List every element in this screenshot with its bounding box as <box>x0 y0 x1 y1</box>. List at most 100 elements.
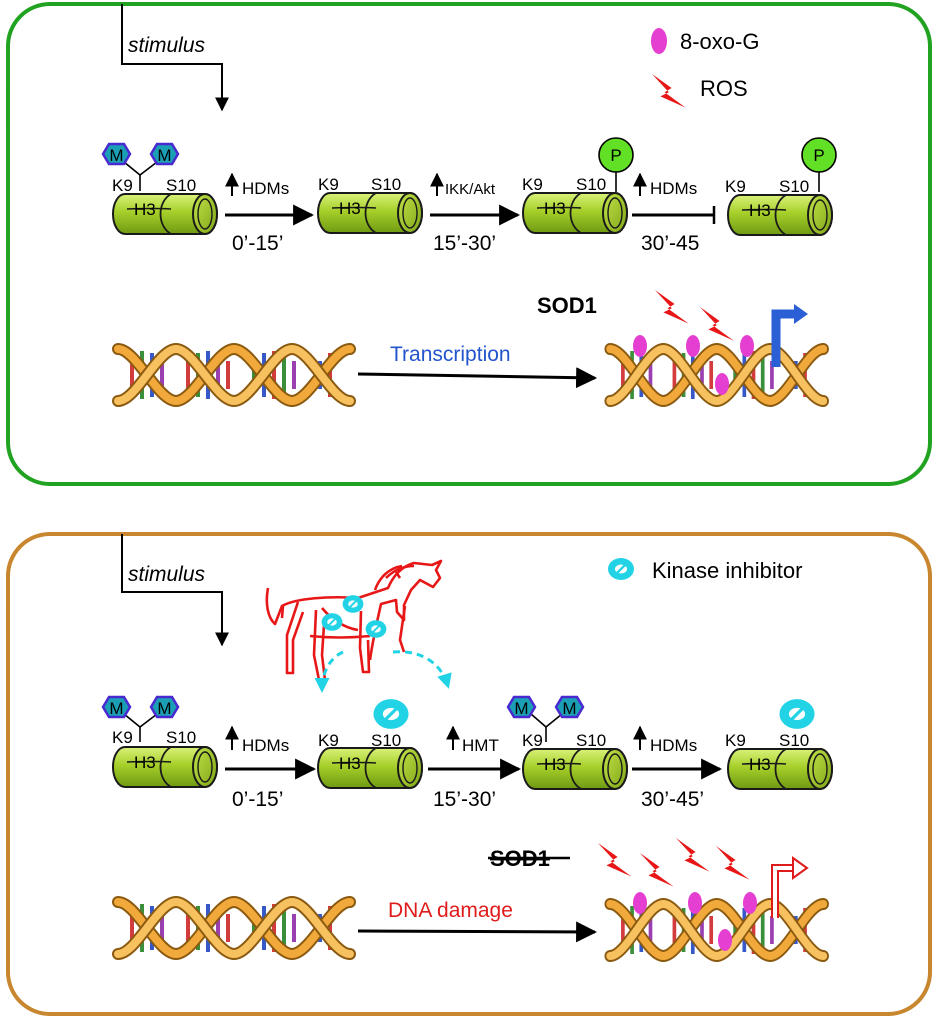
gene-label: SOD1 <box>537 293 597 318</box>
h3-cylinder <box>727 194 833 236</box>
release-arrow <box>314 650 344 693</box>
h3-label: H3 <box>134 753 156 772</box>
h3-label: H3 <box>749 201 771 220</box>
stimulus-arrow <box>121 534 229 647</box>
h3-cylinder <box>522 192 628 234</box>
ros-bolt-icon <box>652 74 686 108</box>
methyl-mark <box>149 695 180 719</box>
h3-label: H3 <box>134 200 156 219</box>
legend-ros-label: ROS <box>700 76 748 101</box>
s10-label: S10 <box>576 175 606 194</box>
phospho-label: P <box>813 146 824 165</box>
enzyme-label: HDMs <box>650 736 697 755</box>
phospho-mark <box>598 137 634 173</box>
histone-2: K9 S10 H3 <box>317 175 423 234</box>
enzyme-label: HDMs <box>242 736 289 755</box>
k9-label: K9 <box>318 175 339 194</box>
methyl-mark <box>101 695 132 719</box>
stimulus-arrow <box>121 4 229 112</box>
methyl-label: M <box>514 699 528 718</box>
k9-label: K9 <box>725 177 746 196</box>
s10-label: S10 <box>371 175 401 194</box>
dna-helix <box>610 349 823 401</box>
k9-label: K9 <box>725 731 746 750</box>
methyl-label: M <box>109 146 123 165</box>
kinase-inhibitor-icon <box>371 697 411 731</box>
ros-bolt-icon <box>598 843 632 877</box>
k9-label: K9 <box>112 728 133 747</box>
h3-cylinder <box>317 747 423 789</box>
methyl-mark <box>554 695 585 719</box>
time-label: 15’-30’ <box>433 232 496 255</box>
stimulus-label: stimulus <box>128 563 206 586</box>
enzyme-label: HDMs <box>242 179 289 198</box>
8-oxo-g-icon <box>633 335 647 357</box>
ros-bolt-icon <box>676 838 710 872</box>
h3-cylinder <box>522 748 628 790</box>
dna-helix <box>118 349 350 401</box>
histone-3: M M K9 S10 H3 <box>506 695 628 790</box>
8-oxo-g-icon <box>633 892 647 914</box>
k9-label: K9 <box>112 176 133 195</box>
enzyme-label: IKK/Akt <box>445 181 496 198</box>
kinase-inhibitor-icon <box>606 556 636 582</box>
histone-4: P K9 S10 H3 <box>725 137 837 236</box>
time-label: 30’-45’ <box>641 788 704 811</box>
s10-label: S10 <box>779 177 809 196</box>
dna-helix <box>118 902 350 954</box>
process-label: Transcription <box>390 343 511 366</box>
step-2: HMT 15’-30’ <box>428 725 522 811</box>
time-label: 0’-15’ <box>232 232 283 255</box>
panel-top: stimulus 8-oxo-G ROS M M K9 S10 H3 HDMs … <box>6 2 932 486</box>
methyl-mark <box>149 142 180 166</box>
s10-label: S10 <box>779 731 809 750</box>
trojan-horse-icon <box>265 559 443 682</box>
step-3: HDMs 30’-45 <box>632 172 716 255</box>
kinase-inhibitor-icon <box>364 619 388 639</box>
panel-top-border <box>6 2 932 486</box>
8-oxo-g-icon <box>743 892 757 914</box>
time-label: 30’-45 <box>641 232 699 255</box>
enzyme-label: HMT <box>462 736 499 755</box>
8-oxo-g-icon <box>718 929 732 951</box>
s10-label: S10 <box>166 728 196 747</box>
8-oxo-g-icon <box>715 373 729 395</box>
process-arrow <box>357 367 598 389</box>
k9-label: K9 <box>522 731 543 750</box>
histone-1: M M K9 S10 H3 <box>101 695 218 788</box>
dna-helix-damaged <box>610 304 823 401</box>
phospho-mark <box>801 137 837 173</box>
enzyme-label: HDMs <box>650 179 697 198</box>
k9-label: K9 <box>522 175 543 194</box>
methyl-label: M <box>157 699 171 718</box>
histone-3: P K9 S10 H3 <box>522 137 634 234</box>
s10-label: S10 <box>371 731 401 750</box>
promoter-arrow-active <box>771 309 796 367</box>
methyl-label: M <box>157 146 171 165</box>
process-arrow <box>357 921 598 943</box>
stimulus-label: stimulus <box>128 34 206 57</box>
dna-helix-damaged <box>610 856 823 956</box>
s10-label: S10 <box>576 731 606 750</box>
time-label: 15’-30’ <box>433 788 496 811</box>
histone-1: M M K9 S10 H3 <box>101 142 218 235</box>
step-1: HDMs 0’-15’ <box>225 725 317 811</box>
kinase-inhibitor-icon <box>320 612 344 632</box>
h3-cylinder <box>317 192 423 234</box>
h3-cylinder <box>112 746 218 788</box>
k9-label: K9 <box>318 731 339 750</box>
h3-cylinder <box>727 748 833 790</box>
legend-kinase-inhibitor-label: Kinase inhibitor <box>652 558 802 583</box>
8-oxo-g-icon <box>688 892 702 914</box>
kinase-inhibitor-icon <box>341 594 365 614</box>
8-oxo-g-icon <box>651 28 667 54</box>
h3-label: H3 <box>749 755 771 774</box>
phospho-label: P <box>610 146 621 165</box>
ros-bolt-icon <box>716 846 750 880</box>
histone-4: K9 S10 H3 <box>725 697 833 790</box>
ros-bolt-icon <box>640 853 674 887</box>
legend-8-oxo-g-label: 8-oxo-G <box>680 29 759 54</box>
release-arrow <box>392 650 452 689</box>
methyl-mark <box>506 695 537 719</box>
